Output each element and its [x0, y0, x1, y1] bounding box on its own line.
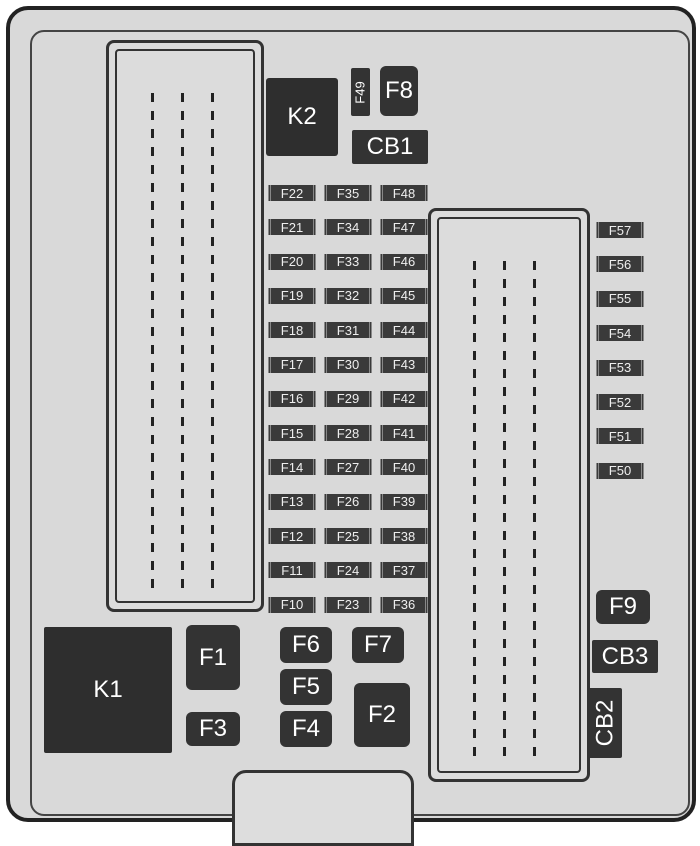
mini-fuse: F10 [268, 596, 316, 613]
mini-fuse: F53 [596, 359, 644, 376]
mini-fuse: F42 [380, 390, 428, 407]
mini-fuse: F52 [596, 394, 644, 410]
mini-fuse: F41 [380, 425, 428, 442]
mini-fuse: F55 [596, 290, 644, 307]
fuse-f1: F1 [186, 625, 240, 690]
mini-fuse: F39 [380, 493, 428, 510]
fuse-f3: F3 [186, 712, 240, 746]
mini-fuse: F48 [380, 185, 428, 201]
circuit-breaker-cb3: CB3 [592, 640, 658, 673]
mini-fuse: F17 [268, 356, 316, 373]
fuse-f4: F4 [280, 711, 332, 747]
mini-fuse: F51 [596, 428, 644, 445]
fuse-f6: F6 [280, 627, 332, 663]
mini-fuse: F20 [268, 253, 316, 270]
mini-fuse: F11 [268, 562, 316, 579]
mini-fuse: F32 [324, 287, 372, 304]
circuit-breaker-cb1: CB1 [352, 130, 428, 164]
mini-fuse: F25 [324, 528, 372, 544]
mini-fuse: F33 [324, 253, 372, 270]
mini-fuse: F24 [324, 562, 372, 579]
mini-fuse: F23 [324, 596, 372, 613]
mini-fuse: F22 [268, 185, 316, 201]
mini-fuse: F16 [268, 390, 316, 407]
mini-fuse: F45 [380, 287, 428, 304]
mini-fuse: F43 [380, 356, 428, 373]
mini-fuse: F44 [380, 322, 428, 339]
fuse-f9: F9 [596, 590, 650, 624]
left-connector [106, 40, 264, 612]
bottom-latch-tab [232, 770, 414, 846]
mini-fuse: F30 [324, 356, 372, 373]
mini-fuse: F35 [324, 185, 372, 201]
right-connector [428, 208, 590, 782]
mini-fuse: F37 [380, 562, 428, 579]
mini-fuse: F26 [324, 493, 372, 510]
mini-fuse: F31 [324, 322, 372, 339]
mini-fuse: F12 [268, 528, 316, 544]
mini-fuse: F21 [268, 219, 316, 236]
mini-fuse: F36 [380, 596, 428, 613]
mini-fuse: F18 [268, 322, 316, 339]
mini-fuse: F19 [268, 287, 316, 304]
mini-fuse: F54 [596, 325, 644, 342]
fuse-f7: F7 [352, 627, 404, 663]
mini-fuse: F27 [324, 459, 372, 476]
fuse-f8: F8 [380, 66, 418, 116]
mini-fuse: F56 [596, 256, 644, 273]
mini-fuse: F14 [268, 459, 316, 476]
mini-fuse: F50 [596, 462, 644, 479]
mini-fuse: F46 [380, 253, 428, 270]
mini-fuse: F28 [324, 425, 372, 442]
fuse-f2: F2 [354, 683, 410, 747]
fuse-f5: F5 [280, 669, 332, 705]
relay-k2: K2 [266, 78, 338, 156]
circuit-breaker-cb2: CB2 [588, 688, 622, 758]
mini-fuse: F47 [380, 219, 428, 236]
mini-fuse: F38 [380, 528, 428, 544]
mini-fuse: F34 [324, 219, 372, 236]
mini-fuse: F57 [596, 222, 644, 238]
mini-fuse: F29 [324, 390, 372, 407]
mini-fuse: F40 [380, 459, 428, 476]
fuse-f49: F49 [351, 68, 370, 116]
mini-fuse: F13 [268, 493, 316, 510]
mini-fuse: F15 [268, 425, 316, 442]
relay-k1: K1 [44, 627, 172, 753]
